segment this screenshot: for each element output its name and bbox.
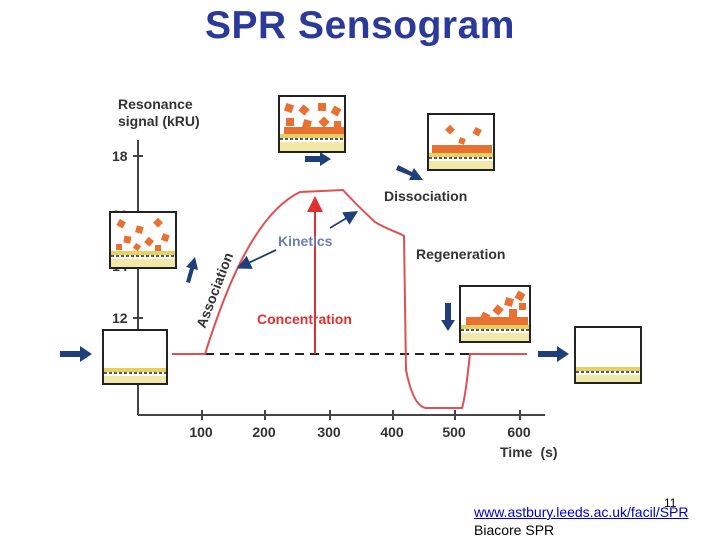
- slide-title: SPR Sensogram: [205, 4, 515, 47]
- x-tick-label: 500: [442, 424, 466, 440]
- y-tick-label: 18: [112, 148, 128, 164]
- regeneration-label: Regeneration: [416, 246, 505, 262]
- kinetics-arrow-left: [236, 249, 277, 269]
- x-tick-label: 100: [189, 424, 213, 440]
- x-tick-label: 300: [317, 424, 341, 440]
- flow-arrows: [60, 152, 569, 362]
- sensogram-curve: [172, 188, 527, 409]
- sensor-chip-equilibrium: [278, 95, 346, 153]
- sensor-chip-dissociation: [427, 113, 495, 171]
- kinetics-label: Kinetics: [278, 233, 333, 249]
- page-number: 11: [664, 496, 677, 510]
- concentration-label: Concentration: [257, 311, 352, 327]
- arrow-right-icon: [305, 152, 331, 166]
- arrow-right-icon: [538, 346, 569, 362]
- x-ticks: 100 200 300 400 500 600: [189, 410, 531, 440]
- x-tick-label: 200: [252, 424, 276, 440]
- source-link[interactable]: www.astbury.leeds.ac.uk/facil/SPR: [474, 504, 689, 520]
- x-axis-label: Time(s): [500, 444, 558, 460]
- y-axis-label: Resonance signal (kRU): [118, 96, 200, 129]
- arrow-up-icon: [186, 257, 198, 283]
- dissociation-label: Dissociation: [384, 188, 467, 204]
- x-tick-label: 600: [507, 424, 531, 440]
- sensor-chip-initial: [102, 329, 168, 385]
- sensor-chip-association: [109, 211, 177, 269]
- sensor-chip-final: [574, 326, 642, 384]
- arrow-diagonal-icon: [396, 165, 423, 180]
- x-tick-label: 400: [380, 424, 404, 440]
- source-caption: Biacore SPR: [474, 522, 555, 538]
- association-label: Association: [193, 250, 236, 330]
- y-tick-label: 12: [112, 310, 128, 326]
- kinetics-arrow-right: [329, 211, 359, 229]
- arrow-right-icon: [60, 346, 92, 362]
- arrow-down-icon: [441, 303, 455, 331]
- sensor-chip-regeneration: [459, 285, 531, 343]
